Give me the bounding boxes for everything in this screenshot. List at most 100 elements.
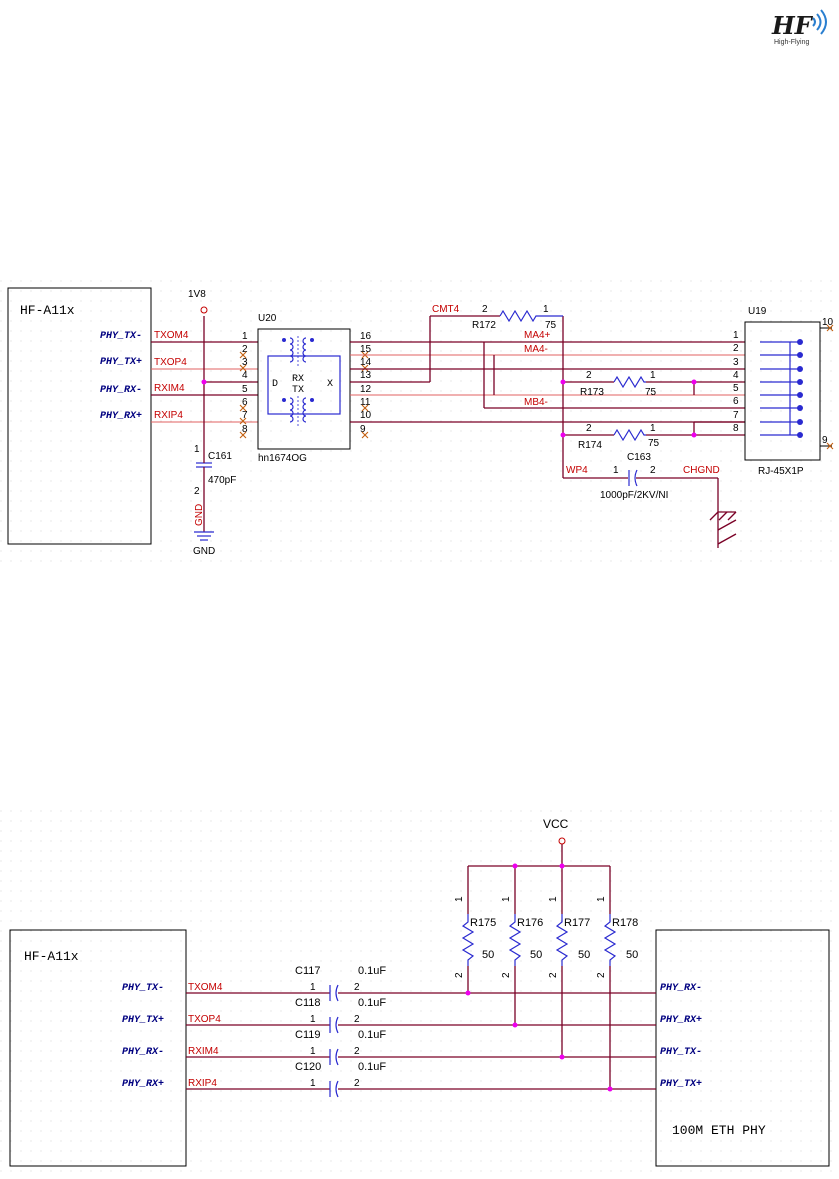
svg-text:5: 5 xyxy=(733,383,739,394)
svg-text:10: 10 xyxy=(360,410,372,421)
net-gnd-vertical: GND xyxy=(194,504,205,526)
net-mb4-minus: MB4- xyxy=(524,397,548,408)
net-chgnd: CHGND xyxy=(683,465,720,476)
svg-text:2: 2 xyxy=(482,304,488,315)
svg-text:5: 5 xyxy=(242,384,248,395)
svg-text:1: 1 xyxy=(650,370,656,381)
c119-ref: C119 xyxy=(295,1029,320,1041)
capacitor-c161: 1 C161 470pF 2 GND GND xyxy=(193,444,236,557)
svg-text:RX: RX xyxy=(292,374,304,385)
phy-label: 100M ETH PHY xyxy=(672,1123,766,1138)
phy-block: 100M ETH PHY PHY_RX- PHY_RX+ PHY_TX- PHY… xyxy=(655,929,830,1167)
port-label-2: PHY_TX+ xyxy=(100,357,142,368)
svg-text:6: 6 xyxy=(242,397,248,408)
svg-text:8: 8 xyxy=(242,424,248,435)
c161-ref: C161 xyxy=(208,451,232,462)
resistor-r177: 1 2 R177 50 xyxy=(548,896,590,978)
transformer-u20: U20 RX TX D X hn1674OG xyxy=(257,313,351,464)
bottom-port-right-2: PHY_RX+ xyxy=(660,1015,702,1026)
svg-text:1: 1 xyxy=(310,1014,316,1025)
svg-text:TX: TX xyxy=(292,385,304,396)
capacitor-c117: C117 0.1uF 1 2 xyxy=(295,965,386,1002)
junction xyxy=(607,1086,613,1092)
svg-text:9: 9 xyxy=(360,424,366,435)
svg-text:3: 3 xyxy=(242,357,248,368)
svg-text:2: 2 xyxy=(354,982,360,993)
bottom-port-left-4: PHY_RX+ xyxy=(122,1079,164,1090)
power-label-1v8: 1V8 xyxy=(188,289,206,300)
bottom-port-left-2: PHY_TX+ xyxy=(122,1015,164,1026)
svg-text:10: 10 xyxy=(822,317,834,328)
svg-text:1: 1 xyxy=(242,331,248,342)
c161-value: 470pF xyxy=(208,475,236,486)
net-txop4-bottom: TXOP4 xyxy=(188,1014,221,1025)
schematic-bottom: HF-A11x PHY_TX- PHY_TX+ PHY_RX- PHY_RX+ … xyxy=(0,810,839,1179)
chassis-ground-symbol xyxy=(709,511,737,548)
mid-wires xyxy=(350,315,745,512)
net-txom4-bottom: TXOM4 xyxy=(188,982,223,993)
svg-text:2: 2 xyxy=(548,972,559,978)
net-rxip4: RXIP4 xyxy=(154,410,183,421)
u19-shield-pins: 10 9 xyxy=(820,317,834,450)
junction xyxy=(201,379,207,385)
port-label-3: PHY_RX- xyxy=(100,385,142,396)
svg-text:2: 2 xyxy=(354,1046,360,1057)
svg-text:8: 8 xyxy=(733,423,739,434)
svg-text:1: 1 xyxy=(310,982,316,993)
bottom-port-left-1: PHY_TX- xyxy=(122,983,164,994)
svg-text:2: 2 xyxy=(586,370,592,381)
module-label: HF-A11x xyxy=(20,303,75,318)
r173-ref: R173 xyxy=(580,387,604,398)
u19-pin-numbers: 1 2 3 4 5 6 7 8 xyxy=(733,330,739,434)
svg-text:2: 2 xyxy=(596,972,607,978)
net-ma4-plus: MA4+ xyxy=(524,330,551,341)
svg-text:15: 15 xyxy=(360,344,372,355)
c118-ref: C118 xyxy=(295,997,320,1009)
power-vcc: VCC xyxy=(543,817,569,845)
r173-value: 75 xyxy=(645,387,657,398)
power-1v8: 1V8 xyxy=(188,289,208,314)
svg-text:2: 2 xyxy=(586,423,592,434)
r177-ref: R177 xyxy=(564,917,590,929)
svg-text:2: 2 xyxy=(454,972,465,978)
resistor-r178: 1 2 R178 50 xyxy=(596,896,638,978)
capacitor-c120: C120 0.1uF 1 2 xyxy=(295,1061,386,1098)
svg-text:3: 3 xyxy=(733,357,739,368)
svg-text:2: 2 xyxy=(501,972,512,978)
svg-text:2: 2 xyxy=(733,343,739,354)
net-rxim4: RXIM4 xyxy=(154,383,185,394)
u19-ref: U19 xyxy=(748,306,767,317)
r178-value: 50 xyxy=(626,949,638,961)
c117-value: 0.1uF xyxy=(358,965,386,977)
c163-ref: C163 xyxy=(627,452,651,463)
u20-part: hn1674OG xyxy=(258,453,307,464)
u20-pin-numbers-right: 16 15 14 13 12 11 10 9 xyxy=(360,331,372,435)
svg-text:X: X xyxy=(327,379,333,390)
u20-pin-numbers-left: 1 2 3 4 5 6 7 8 xyxy=(242,331,248,435)
svg-text:1: 1 xyxy=(596,896,607,902)
r177-value: 50 xyxy=(578,949,590,961)
capacitor-c118: C118 0.1uF 1 2 xyxy=(295,997,386,1034)
left-wires xyxy=(151,316,258,445)
svg-text:2: 2 xyxy=(354,1014,360,1025)
bottom-port-right-3: PHY_TX- xyxy=(660,1047,702,1058)
svg-text:1: 1 xyxy=(194,444,200,455)
c117-ref: C117 xyxy=(295,965,320,977)
logo-subtext: High-Flying xyxy=(774,39,810,46)
module-block-bottom: HF-A11x PHY_TX- PHY_TX+ PHY_RX- PHY_RX+ xyxy=(9,929,187,1167)
svg-text:7: 7 xyxy=(733,410,739,421)
grid-background xyxy=(0,810,839,1179)
power-label-vcc: VCC xyxy=(543,817,569,831)
net-ma4-minus: MA4- xyxy=(524,344,548,355)
r172-ref: R172 xyxy=(472,320,496,331)
svg-text:14: 14 xyxy=(360,357,372,368)
no-connect-marks-u20 xyxy=(239,351,369,439)
r172-value: 75 xyxy=(545,320,557,331)
module-label-bottom: HF-A11x xyxy=(24,949,79,964)
module-block-top: HF-A11x PHY_TX- PHY_TX+ PHY_RX- PHY_RX+ xyxy=(7,287,152,545)
bottom-port-right-4: PHY_TX+ xyxy=(660,1079,702,1090)
junction xyxy=(512,1022,518,1028)
logo-text: HF xyxy=(771,11,814,40)
svg-text:1: 1 xyxy=(548,896,559,902)
r176-value: 50 xyxy=(530,949,542,961)
